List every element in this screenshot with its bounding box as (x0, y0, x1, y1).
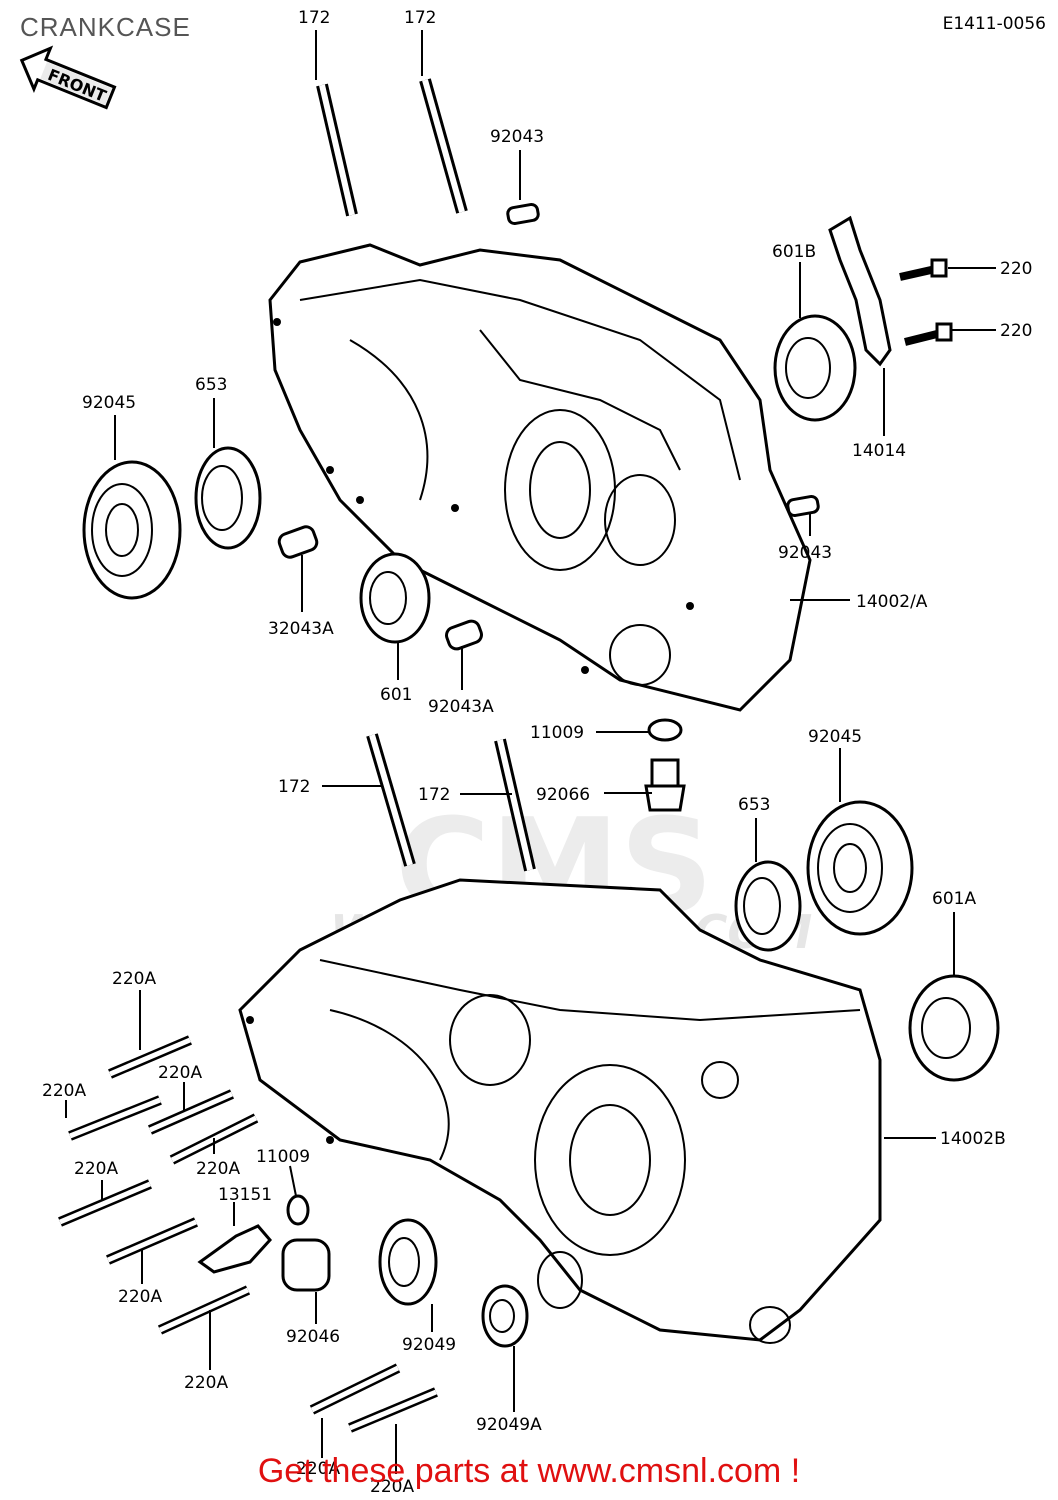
lower-crankcase-14002B (238, 878, 882, 1344)
callout-172: 172 (278, 777, 310, 797)
upper-crankcase-14002A (268, 243, 812, 712)
callout-601A: 601A (932, 889, 976, 909)
drain-plug-92066 (644, 758, 686, 812)
callout-92043: 92043 (778, 543, 832, 563)
switch-13151 (197, 1224, 273, 1274)
callout-92043A: 92043A (428, 697, 494, 717)
callout-92049: 92049 (402, 1335, 456, 1355)
gasket-11009-lower (286, 1194, 310, 1226)
bolt-220A-3 (147, 1089, 235, 1135)
oil-seal-92049A (481, 1284, 529, 1348)
callout-92043: 92043 (490, 127, 544, 147)
plate-14014 (828, 215, 892, 367)
callout-220A: 220A (370, 1477, 414, 1497)
callout-92045: 92045 (82, 393, 136, 413)
bearing-601 (359, 552, 431, 644)
callout-13151: 13151 (218, 1185, 272, 1205)
callout-220A: 220A (112, 969, 156, 989)
leader-lines (65, 30, 996, 1474)
diagram-code: E1411-0056 (942, 14, 1046, 34)
bolt-220A-6 (106, 1217, 198, 1265)
bolt-220A-8 (309, 1363, 401, 1415)
bearing-601A (908, 974, 1000, 1082)
bolt-220A-7 (157, 1285, 251, 1335)
callout-220: 220 (1000, 259, 1032, 279)
callout-92046: 92046 (286, 1327, 340, 1347)
footer-link[interactable]: Get these parts at www.cmsnl.com ! (257, 1452, 801, 1490)
page-title: CRANKCASE (20, 12, 191, 42)
dowel-pin-92043-top (506, 202, 540, 226)
callout-92066: 92066 (536, 785, 590, 805)
front-arrow: FRONT (19, 45, 117, 110)
stud-bolt-172-a (316, 83, 358, 217)
callout-220A: 220A (296, 1459, 340, 1479)
callout-14002B: 14002B (940, 1129, 1006, 1149)
callout-653: 653 (195, 375, 227, 395)
callout-172: 172 (418, 785, 450, 805)
dowel-pin-92043A-center (445, 619, 483, 651)
bolt-220A-9 (348, 1387, 438, 1433)
callout-601: 601 (380, 685, 412, 705)
callout-14002A: 14002/A (856, 592, 928, 612)
callout-220A: 220A (74, 1159, 118, 1179)
oil-seal-653-left (194, 446, 262, 550)
stud-bolt-172-d (494, 738, 536, 872)
oil-seal-92049 (378, 1218, 438, 1306)
bearing-92045-right (806, 800, 914, 936)
callout-14014: 14014 (852, 441, 906, 461)
gasket-11009-upper (647, 718, 683, 742)
callout-220A: 220A (184, 1373, 228, 1393)
bolt-220A-1 (108, 1035, 192, 1079)
callout-92049A: 92049A (476, 1415, 542, 1435)
callout-220A: 220A (118, 1287, 162, 1307)
stud-bolt-172-b (419, 78, 468, 214)
callout-11009: 11009 (530, 723, 584, 743)
dowel-pin-92043A-left (277, 525, 319, 559)
callout-653: 653 (738, 795, 770, 815)
bearing-92045-left (82, 460, 182, 600)
dowel-pin-92043-right (786, 494, 820, 518)
bolt-220A-5 (58, 1179, 152, 1227)
bearing-601B (773, 314, 857, 422)
callout-32043A: 32043A (268, 619, 334, 639)
oil-seal-653-right (734, 860, 802, 952)
callout-220A: 220A (158, 1063, 202, 1083)
callout-220: 220 (1000, 321, 1032, 341)
bolt-220A-2 (68, 1095, 162, 1141)
bolt-220-lower (904, 322, 953, 346)
callout-601B: 601B (772, 242, 816, 262)
callout-172: 172 (404, 8, 436, 28)
stud-bolt-172-c (366, 733, 416, 867)
callout-220A: 220A (196, 1159, 240, 1179)
cap-92046 (281, 1238, 331, 1292)
callout-11009: 11009 (256, 1147, 310, 1167)
callout-92045: 92045 (808, 727, 862, 747)
callout-220A: 220A (42, 1081, 86, 1101)
bolt-220-upper (899, 258, 948, 281)
callout-172: 172 (298, 8, 330, 28)
